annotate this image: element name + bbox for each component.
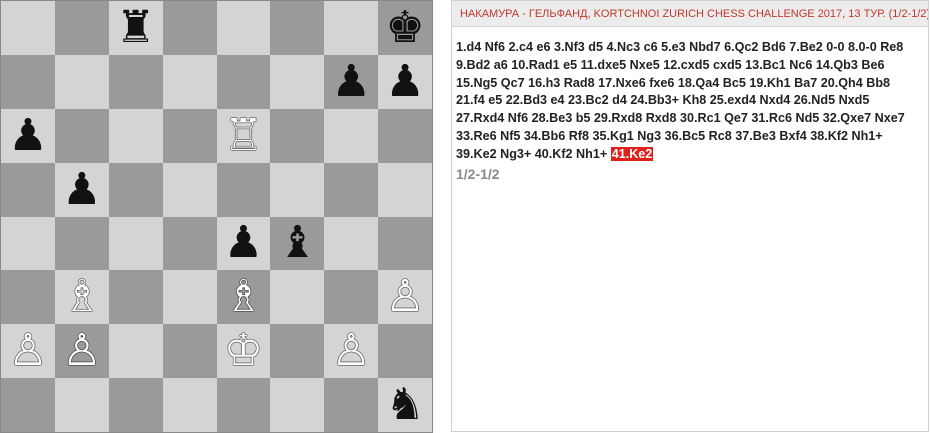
square-g3[interactable] [324,270,379,325]
game-result: 1/2-1/2 [456,165,500,182]
square-b6[interactable] [54,108,109,163]
black-pawn-icon[interactable]: ♟ [385,55,425,107]
square-d7[interactable] [162,54,217,109]
black-rook-icon[interactable]: ♜ [115,1,156,53]
black-bishop-icon[interactable]: ♝ [277,217,318,269]
square-a5[interactable] [1,162,55,217]
white-rook-icon[interactable]: ♖ [223,109,264,161]
white-pawn-icon[interactable]: ♙ [8,325,48,377]
white-bishop-icon[interactable]: ♗ [62,271,102,323]
white-pawn-icon[interactable]: ♙ [385,271,425,323]
square-b7[interactable] [54,54,109,109]
white-pawn-icon[interactable]: ♙ [62,325,102,377]
square-f7[interactable] [270,54,325,109]
square-f4[interactable]: ♝ [270,216,325,271]
square-h4[interactable] [378,216,432,271]
square-d6[interactable] [162,108,217,163]
square-d3[interactable] [162,270,217,325]
square-f6[interactable] [270,108,325,163]
white-bishop-icon[interactable]: ♗ [223,271,264,323]
game-title: НАКАМУРА - ГЕЛЬФАНД, KORTCHNOI ZURICH CH… [452,1,928,27]
square-b1[interactable] [54,378,109,432]
square-b3[interactable]: ♗ [54,270,109,325]
square-d4[interactable] [162,216,217,271]
square-e3[interactable]: ♗ [216,270,271,325]
black-knight-icon[interactable]: ♞ [385,379,425,431]
white-pawn-icon[interactable]: ♙ [331,325,371,377]
white-king-icon[interactable]: ♔ [223,325,264,377]
square-c4[interactable] [108,216,163,271]
square-e2[interactable]: ♔ [216,324,271,379]
square-h7[interactable]: ♟ [378,54,432,109]
moves-text: 1.d4 Nf6 2.c4 e6 3.Nf3 d5 4.Nc3 c6 5.e3 … [456,40,905,161]
square-a8[interactable] [1,1,55,55]
black-pawn-icon[interactable]: ♟ [8,109,48,161]
square-f3[interactable] [270,270,325,325]
square-b4[interactable] [54,216,109,271]
square-g8[interactable] [324,1,379,55]
square-e4[interactable]: ♟ [216,216,271,271]
square-c3[interactable] [108,270,163,325]
square-c6[interactable] [108,108,163,163]
notation-panel: НАКАМУРА - ГЕЛЬФАНД, KORTCHNOI ZURICH CH… [451,0,929,432]
square-a3[interactable] [1,270,55,325]
square-a6[interactable]: ♟ [1,108,55,163]
square-g5[interactable] [324,162,379,217]
square-d5[interactable] [162,162,217,217]
square-g6[interactable] [324,108,379,163]
square-f1[interactable] [270,378,325,432]
square-e5[interactable] [216,162,271,217]
square-f8[interactable] [270,1,325,55]
current-move[interactable]: 41.Ke2 [610,146,654,161]
square-b8[interactable] [54,1,109,55]
square-a4[interactable] [1,216,55,271]
square-h8[interactable]: ♚ [378,1,432,55]
square-e8[interactable] [216,1,271,55]
black-pawn-icon[interactable]: ♟ [223,217,264,269]
square-g2[interactable]: ♙ [324,324,379,379]
square-c5[interactable] [108,162,163,217]
move-list: 1.d4 Nf6 2.c4 e6 3.Nf3 d5 4.Nc3 c6 5.e3 … [452,27,928,183]
square-h3[interactable]: ♙ [378,270,432,325]
square-a7[interactable] [1,54,55,109]
square-b5[interactable]: ♟ [54,162,109,217]
black-pawn-icon[interactable]: ♟ [331,55,371,107]
square-e6[interactable]: ♖ [216,108,271,163]
square-g1[interactable] [324,378,379,432]
square-h5[interactable] [378,162,432,217]
square-f2[interactable] [270,324,325,379]
square-e1[interactable] [216,378,271,432]
square-a1[interactable] [1,378,55,432]
square-d8[interactable] [162,1,217,55]
square-d1[interactable] [162,378,217,432]
square-c1[interactable] [108,378,163,432]
square-h1[interactable]: ♞ [378,378,432,432]
square-c2[interactable] [108,324,163,379]
black-pawn-icon[interactable]: ♟ [62,163,102,215]
square-c8[interactable]: ♜ [108,1,163,55]
square-c7[interactable] [108,54,163,109]
square-d2[interactable] [162,324,217,379]
black-king-icon[interactable]: ♚ [385,1,425,53]
square-a2[interactable]: ♙ [1,324,55,379]
square-h2[interactable] [378,324,432,379]
square-b2[interactable]: ♙ [54,324,109,379]
square-h6[interactable] [378,108,432,163]
square-f5[interactable] [270,162,325,217]
square-g4[interactable] [324,216,379,271]
square-g7[interactable]: ♟ [324,54,379,109]
square-e7[interactable] [216,54,271,109]
chess-board[interactable]: ♜♚♟♟♟♖♟♟♝♗♗♙♙♙♔♙♞ [0,0,433,433]
